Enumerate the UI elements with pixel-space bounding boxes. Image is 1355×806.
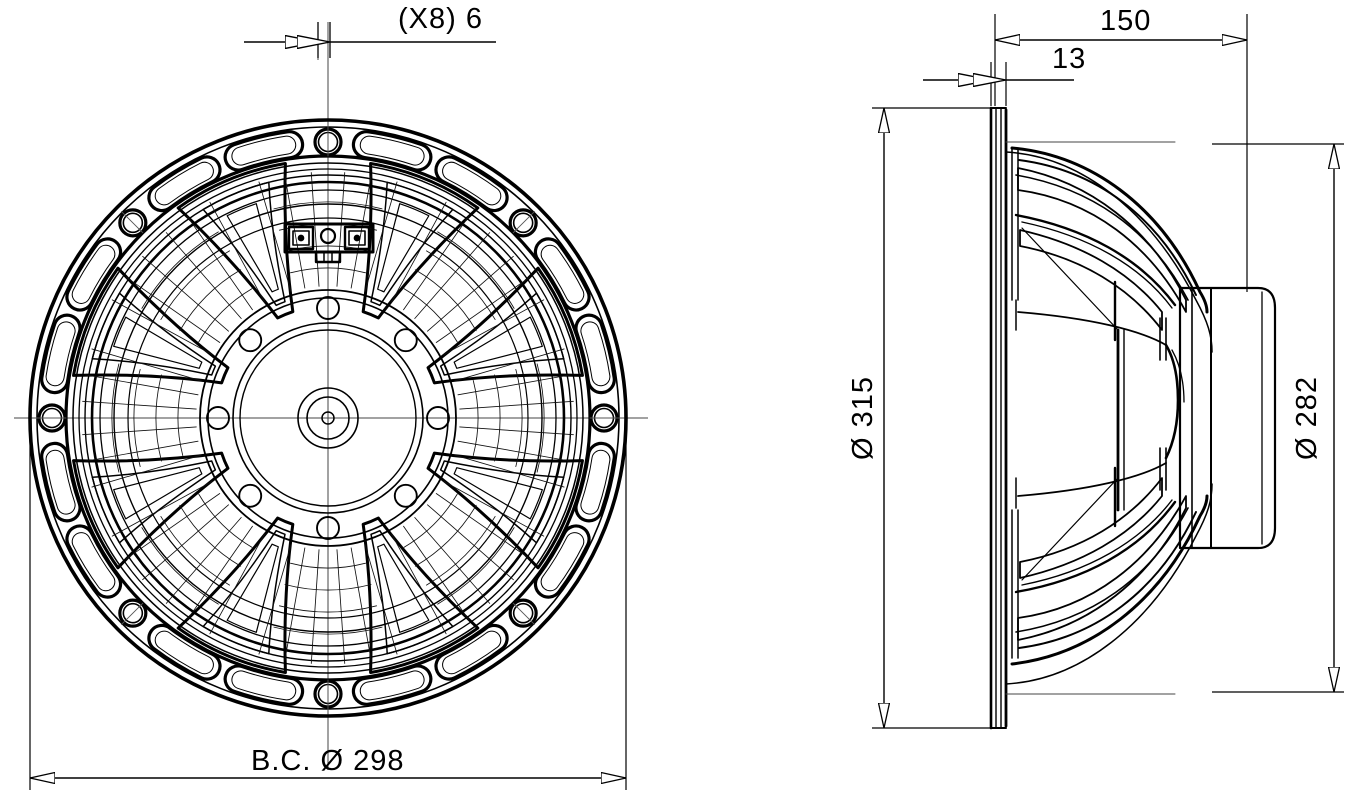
rim-vent-slots bbox=[40, 130, 616, 706]
front-view bbox=[14, 22, 648, 770]
magnet-assembly bbox=[1178, 286, 1277, 550]
mounting-flange bbox=[989, 106, 1008, 730]
terminal-block bbox=[283, 222, 375, 264]
basket-profile bbox=[1005, 141, 1213, 695]
side-view bbox=[989, 106, 1277, 730]
dim-bolt-circle bbox=[29, 430, 627, 790]
hub-screw-holes bbox=[206, 296, 450, 540]
dim-outer-diameter bbox=[872, 107, 1000, 729]
dim-label-baffle-diameter: Ø 282 bbox=[1291, 376, 1323, 460]
dim-label-bolt-circle: B.C. Ø 298 bbox=[251, 745, 404, 777]
dim-baffle-diameter bbox=[1212, 143, 1344, 693]
dim-flange-thickness bbox=[923, 62, 1074, 106]
mounting-holes bbox=[35, 125, 621, 711]
dim-label-flange-thickness: 13 bbox=[1052, 43, 1086, 75]
dim-label-hole-diameter: (X8) 6 bbox=[398, 3, 483, 35]
dim-label-outer-diameter: Ø 315 bbox=[847, 376, 879, 460]
center-lines bbox=[14, 22, 648, 770]
cone-radial-lines bbox=[82, 172, 574, 664]
dim-label-depth: 150 bbox=[1100, 5, 1151, 37]
dimension-layer: (X8) 6 B.C. Ø 298 150 13 bbox=[29, 3, 1344, 790]
center-hub bbox=[199, 289, 457, 547]
frame-assembly bbox=[28, 118, 628, 718]
dim-depth bbox=[994, 14, 1248, 292]
dim-hole-diameter bbox=[244, 22, 496, 58]
